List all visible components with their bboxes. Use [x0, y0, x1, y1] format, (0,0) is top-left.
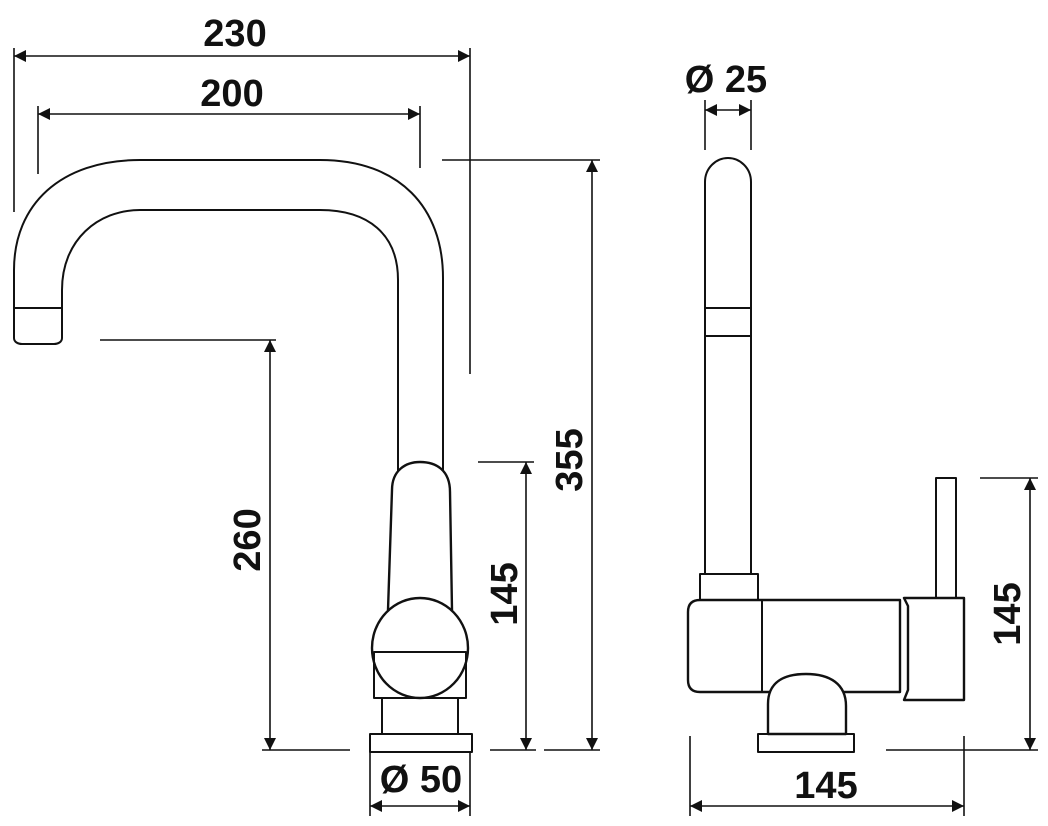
lever-handle: [386, 460, 454, 612]
dim-label-d25: Ø 25: [685, 59, 767, 101]
side-lever-cap: [902, 596, 966, 702]
side-view: [686, 157, 966, 753]
side-base-dome: [766, 672, 848, 736]
side-collar: [699, 573, 759, 601]
neck-collar: [381, 697, 459, 735]
dim-label-200: 200: [200, 73, 263, 115]
spout-tube: [13, 159, 444, 473]
cartridge-body: [370, 596, 470, 700]
side-lever-pin: [935, 477, 957, 601]
dim-label-145-side-height: 145: [987, 582, 1029, 645]
base-plate: [369, 733, 473, 753]
front-view: [13, 159, 473, 753]
side-base-plate: [757, 733, 855, 753]
dim-label-d50: Ø 50: [380, 759, 462, 801]
dim-label-145-front: 145: [484, 562, 526, 625]
dim-label-230: 230: [203, 13, 266, 55]
side-main-body: [686, 598, 902, 694]
dim-label-355: 355: [549, 428, 591, 491]
aerator-tip: [13, 307, 63, 345]
side-spout-tube: [704, 157, 752, 575]
side-dimensions: Ø 25 145 145: [685, 59, 1038, 816]
front-dimensions: 230 200 260 145 355 Ø 50: [13, 13, 600, 816]
dim-label-260: 260: [227, 508, 269, 571]
dim-label-145-side-width: 145: [794, 765, 857, 807]
